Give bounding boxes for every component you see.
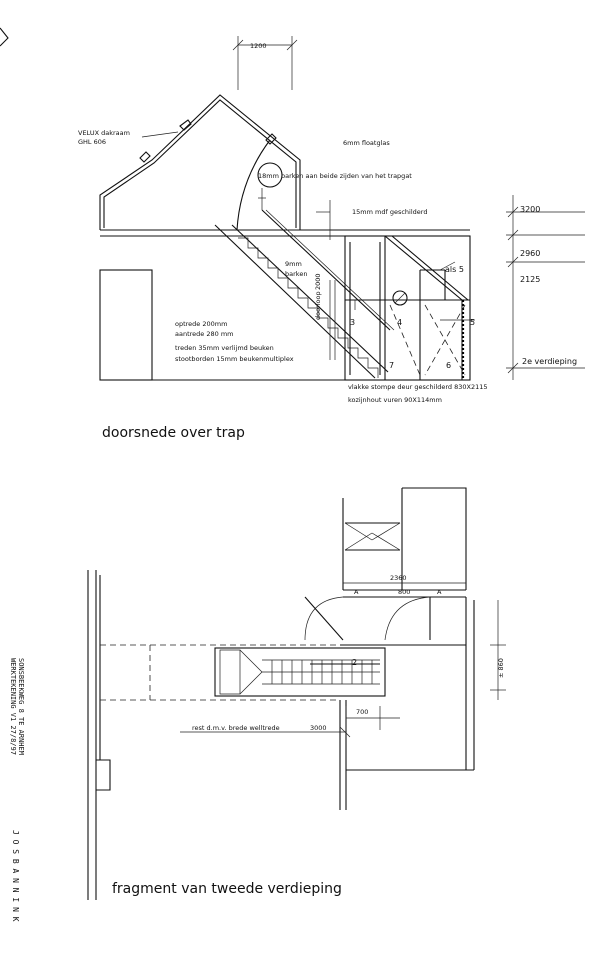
velux-label: VELUX dakraam xyxy=(78,129,130,137)
treads-label: treden 35mm verlijmd beuken xyxy=(175,344,274,352)
frame-label: kozijnhout vuren 90X114mm xyxy=(348,396,442,404)
dim-3000: 3000 xyxy=(310,724,327,732)
floor-label: 2e verdieping xyxy=(522,357,577,366)
level-3200: 3200 xyxy=(520,205,540,214)
num-6: 6 xyxy=(446,361,451,370)
dim-800: 800 xyxy=(398,588,410,596)
level-2960: 2960 xyxy=(520,249,540,258)
railing-label: 18mm barken aan beide zijden van het tra… xyxy=(258,172,412,180)
velux-type: GHL 606 xyxy=(78,138,106,146)
plan-drawing xyxy=(87,487,506,900)
als5-label: als 5 xyxy=(445,265,464,274)
bar2-label: barken xyxy=(285,270,307,278)
num-4: 4 xyxy=(397,318,402,327)
tread-depth-label: aantrede 280 mm xyxy=(175,330,234,338)
dim-1200: 1200 xyxy=(250,42,267,50)
level-2125: 2125 xyxy=(520,275,540,284)
section-drawing xyxy=(0,27,585,381)
address-label: SONSBEEKWEG 8 TE ARNHEM xyxy=(17,658,25,755)
drawing-ref-label: WERKTEKENING V1 27/8/97 xyxy=(9,658,17,755)
corner-mark xyxy=(0,27,9,47)
passage-label: doorloop xyxy=(314,291,322,320)
dim-860: ± 860 xyxy=(497,658,505,678)
dim-700: 700 xyxy=(356,708,368,716)
dim-a2: A xyxy=(437,588,442,596)
num-5: 5 xyxy=(470,318,475,327)
plan-title: fragment van tweede verdieping xyxy=(112,881,342,897)
risers-label: stootborden 15mm beukenmultiplex xyxy=(175,355,294,363)
num-3: 3 xyxy=(350,318,355,327)
mdf-label: 15mm mdf geschilderd xyxy=(352,208,427,216)
glass-label: 6mm floatglas xyxy=(343,139,390,147)
rest-label: rest d.m.v. brede welltrede xyxy=(192,724,280,732)
dim-a1: A xyxy=(354,588,359,596)
author-label: J O S B A N N I N K xyxy=(11,830,20,922)
dim-2000: 2000 xyxy=(314,273,322,290)
rise-label: optrede 200mm xyxy=(175,320,227,328)
door-label: vlakke stompe deur geschilderd 830X2115 xyxy=(348,383,488,391)
section-title: doorsnede over trap xyxy=(102,425,245,441)
plan-num-2: 2 xyxy=(352,658,357,667)
bar-label: 9mm xyxy=(285,260,302,268)
dim-2360: 2360 xyxy=(390,574,407,582)
num-7: 7 xyxy=(389,361,394,370)
